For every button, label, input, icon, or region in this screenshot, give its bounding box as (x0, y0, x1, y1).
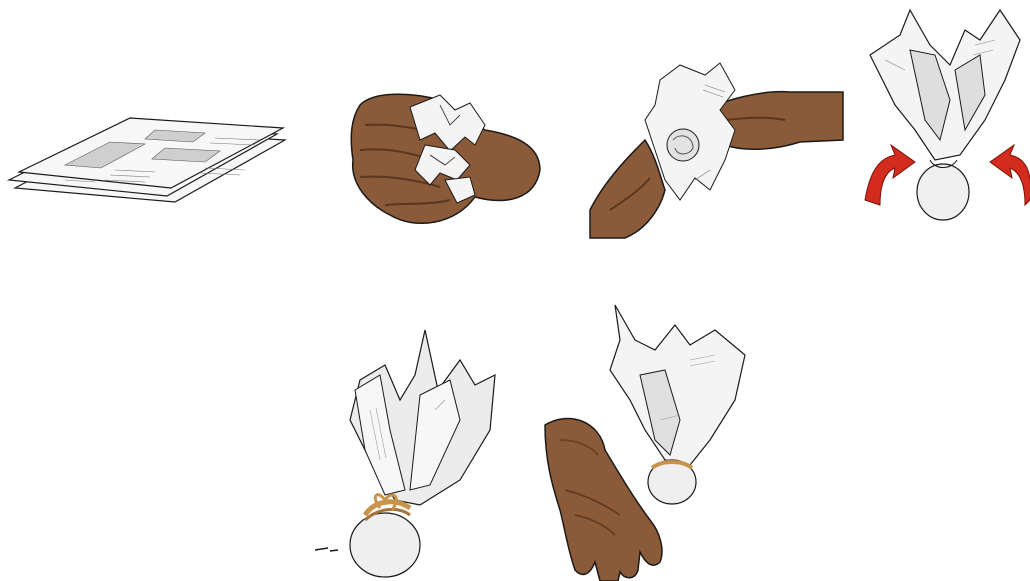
finished-ball-with-hand-icon (540, 300, 755, 581)
wrapping-ball-icon (585, 60, 845, 240)
step-4-gather (855, 10, 1030, 230)
step-3-wrap (585, 60, 845, 240)
red-arrow-left-icon (865, 145, 915, 205)
gathered-paper-icon (855, 10, 1030, 230)
newspaper-sheets-icon (5, 110, 290, 220)
crumpling-hand-icon (345, 85, 545, 235)
step-6-finished (540, 300, 755, 581)
step-1-newspaper (5, 110, 290, 220)
tied-bundle-icon (310, 320, 510, 581)
step-2-crumple (345, 85, 545, 235)
red-arrow-right-icon (990, 145, 1030, 205)
step-5-tie (310, 320, 510, 581)
